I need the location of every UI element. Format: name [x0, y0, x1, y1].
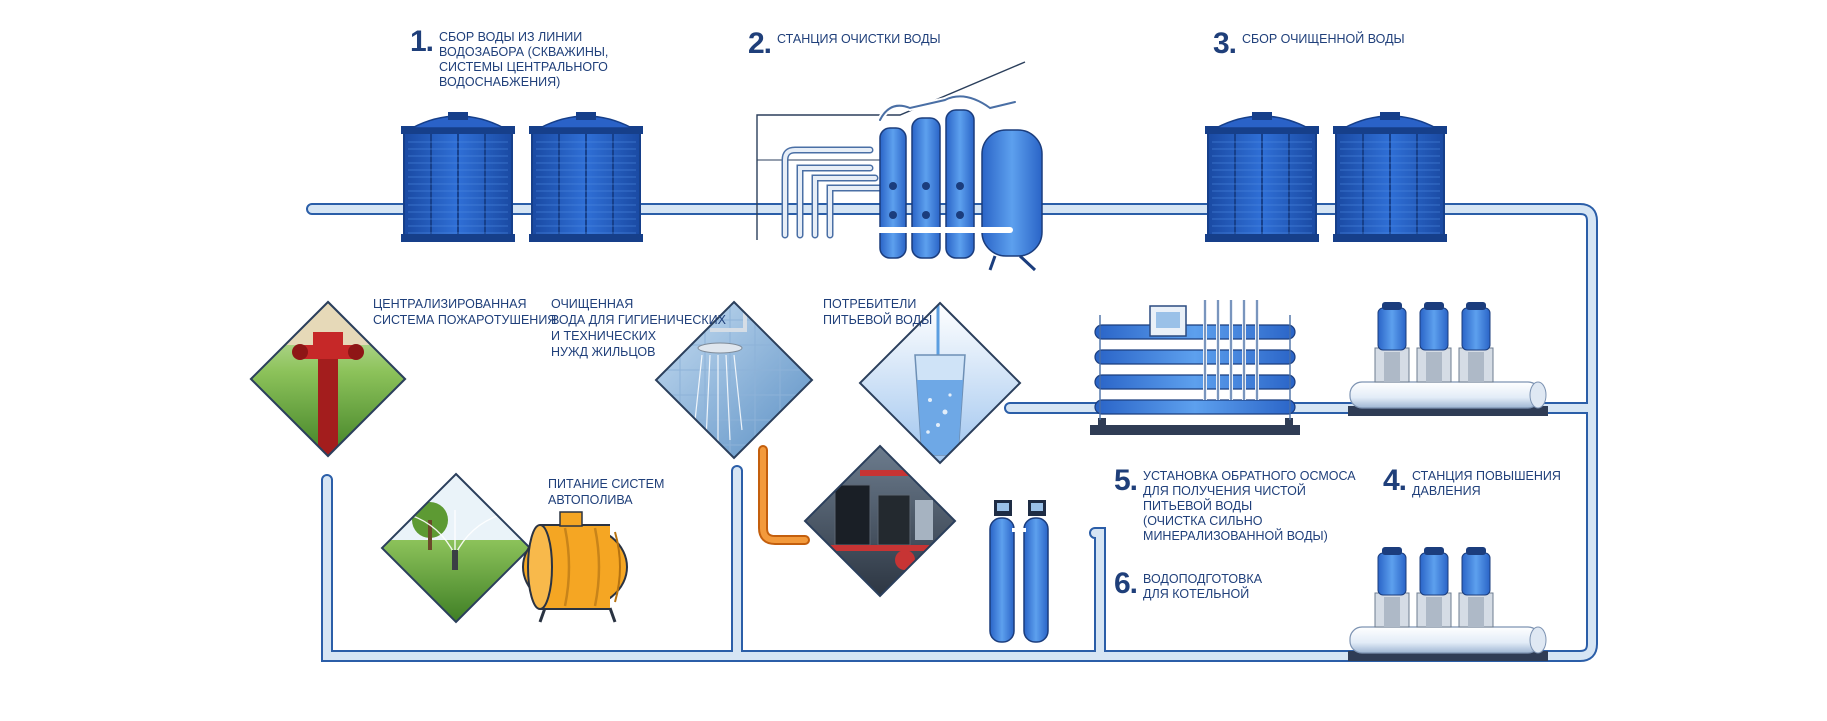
irrigation-caption: Питание систем автополива — [548, 477, 665, 507]
water-tank-icon — [1205, 112, 1447, 242]
step-5-label: 5. Установка обратного осмоса для получе… — [1114, 464, 1356, 544]
hygiene-water-caption: Очищенная вода для гигиенических и техни… — [551, 297, 726, 359]
step-6-label: 6. Водоподготовка для котельной — [1114, 567, 1263, 602]
step-text: Сбор очищенной воды — [1242, 32, 1405, 46]
step-2-label: 2. Станция очистки воды — [748, 27, 941, 60]
step-number: 1. — [410, 25, 434, 58]
step-3-label: 3. Сбор очищенной воды — [1213, 27, 1405, 60]
step-text: Установка обратного осмоса для получения… — [1143, 469, 1356, 543]
drinking-water-caption: Потребители питьевой воды — [823, 297, 933, 327]
step-text: Водоподготовка для котельной — [1143, 572, 1263, 601]
sprinkler-icon — [380, 472, 532, 624]
step-number: 5. — [1114, 464, 1138, 497]
step-number: 3. — [1213, 27, 1237, 60]
filter-column-icon — [989, 500, 1049, 643]
step-number: 6. — [1114, 567, 1138, 600]
step-number: 2. — [748, 27, 772, 60]
reverse-osmosis-icon — [1090, 300, 1300, 435]
step-1-label: 1. Сбор воды из линии водозабора (скважи… — [410, 25, 609, 90]
step-text: Сбор воды из линии водозабора (скважины,… — [439, 30, 609, 89]
step-number: 4. — [1383, 464, 1407, 497]
pump-station-icon — [1348, 302, 1548, 416]
filtration-station-icon — [756, 61, 1043, 272]
boiler-room-icon — [803, 444, 957, 598]
storage-tank-icon — [522, 511, 628, 623]
step-4-label: 4. Станция повышения давления — [1383, 464, 1561, 499]
pump-station-icon — [1348, 547, 1548, 661]
water-glass-icon — [858, 301, 1022, 465]
water-tank-icon — [401, 112, 643, 242]
shower-icon — [654, 300, 814, 460]
fire-system-caption: Централизированная система пожаротушения — [373, 297, 557, 327]
step-text: Станция повышения давления — [1412, 469, 1561, 498]
step-text: Станция очистки воды — [777, 32, 941, 46]
